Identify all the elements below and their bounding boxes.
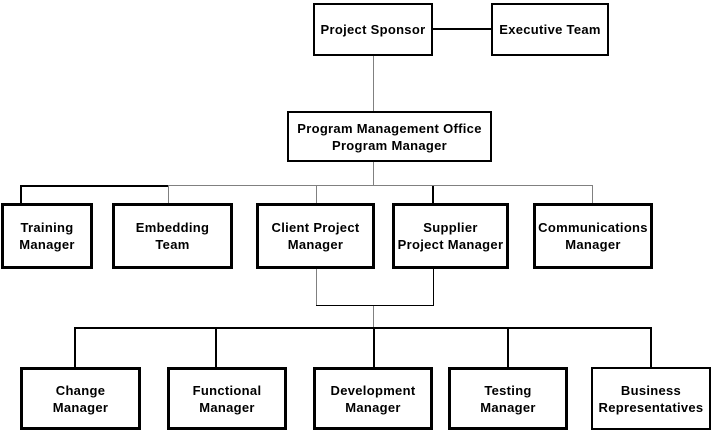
node-change-manager-label: Change Manager: [52, 382, 109, 415]
node-client-project-manager-label: Client Project Manager: [271, 220, 360, 252]
node-program-management-office: Program Management Office Program Manage…: [287, 111, 492, 162]
node-project-sponsor: Project Sponsor: [313, 3, 433, 56]
node-embedding-team: Embedding Team: [112, 203, 233, 269]
node-training-manager-label: Training Manager: [19, 220, 75, 252]
node-business-representatives: Business Representatives: [591, 367, 711, 430]
node-development-manager: Development Manager: [313, 367, 433, 430]
node-supplier-project-manager: Supplier Project Manager: [392, 203, 509, 269]
node-communications-manager-label: Communications Manager: [538, 220, 648, 252]
node-testing-manager: Testing Manager: [448, 367, 568, 430]
node-functional-manager: Functional Manager: [167, 367, 287, 430]
node-functional-manager-label: Functional Manager: [192, 382, 262, 415]
node-supplier-project-manager-label: Supplier Project Manager: [397, 220, 504, 252]
node-change-manager: Change Manager: [20, 367, 141, 430]
node-embedding-team-label: Embedding Team: [135, 220, 210, 252]
node-program-management-office-label: Program Management Office Program Manage…: [297, 120, 482, 153]
node-executive-team: Executive Team: [491, 3, 609, 56]
node-project-sponsor-label: Project Sponsor: [320, 22, 426, 37]
node-development-manager-label: Development Manager: [330, 382, 416, 415]
node-testing-manager-label: Testing Manager: [480, 382, 536, 415]
node-client-project-manager: Client Project Manager: [256, 203, 375, 269]
node-communications-manager: Communications Manager: [533, 203, 653, 269]
node-training-manager: Training Manager: [1, 203, 93, 269]
node-executive-team-label: Executive Team: [499, 22, 601, 37]
node-business-representatives-label: Business Representatives: [598, 382, 704, 415]
